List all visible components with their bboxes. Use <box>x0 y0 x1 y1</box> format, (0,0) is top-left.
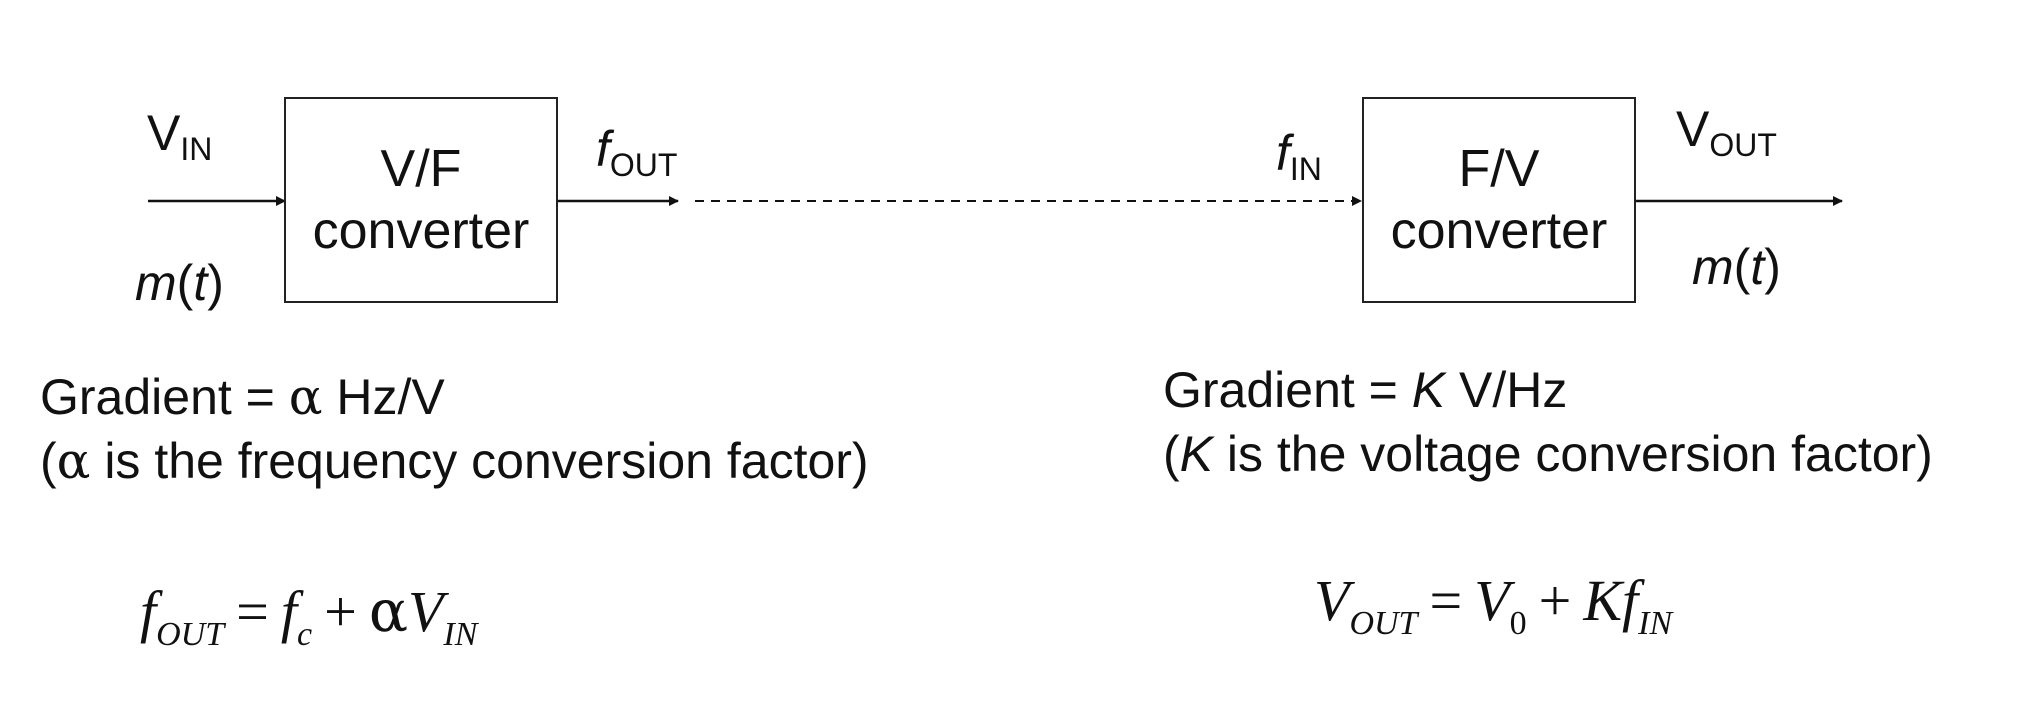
vin-label: VIN <box>147 105 213 167</box>
message-signal-label-right: m(t) <box>1692 239 1781 295</box>
vf-block-line1: V/F <box>380 140 462 198</box>
fv-converter-block: F/V converter <box>1362 97 1636 303</box>
vout-label: VOUT <box>1676 101 1777 163</box>
fv-equation: VOUT=V0+KfIN <box>1314 568 1673 642</box>
fv-block-line2: converter <box>1390 202 1608 260</box>
right-gradient-line: Gradient = K V/Hz <box>1163 362 1568 418</box>
right-factor-line: (K is the voltage conversion factor) <box>1163 426 1933 482</box>
fv-block-line1: F/V <box>1458 140 1540 198</box>
vf-equation: fOUT=fc+αVIN <box>140 577 478 653</box>
right-gradient-description: Gradient = K V/Hz (K is the voltage conv… <box>1163 358 1933 486</box>
left-factor-line: (α is the frequency conversion factor) <box>40 432 869 490</box>
fin-label: fIN <box>1276 125 1322 187</box>
vf-converter-block: V/F converter <box>284 97 558 303</box>
left-gradient-description: Gradient = α Hz/V (α is the frequency co… <box>40 365 869 493</box>
message-signal-label-left: m(t) <box>135 255 224 311</box>
left-gradient-line: Gradient = α Hz/V <box>40 368 445 426</box>
vf-block-line2: converter <box>312 202 530 260</box>
fout-label: fOUT <box>596 121 678 183</box>
